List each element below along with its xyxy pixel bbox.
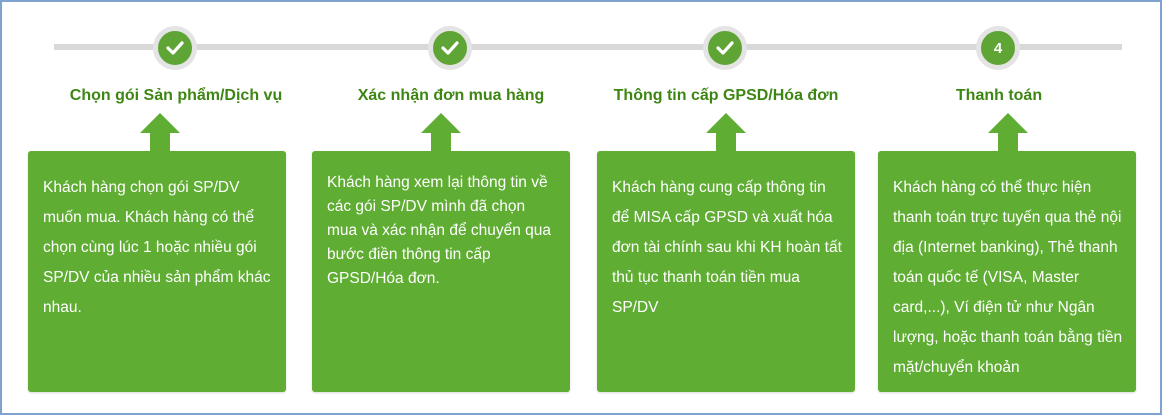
arrow-up-icon: [706, 113, 746, 153]
step-4-description: Khách hàng có thể thực hiện thanh toán t…: [893, 179, 1123, 376]
step-3-card: Khách hàng cung cấp thông tin để MISA cấ…: [597, 151, 855, 392]
step-2-card: Khách hàng xem lại thông tin về các gói …: [312, 151, 570, 392]
arrow-up-icon: [988, 113, 1028, 153]
step-2-description: Khách hàng xem lại thông tin về các gói …: [327, 174, 552, 287]
step-1-title: Chọn gói Sản phẩm/Dịch vụ: [69, 87, 283, 104]
step-3-check-icon: [703, 26, 747, 70]
step-2-title: Xác nhận đơn mua hàng: [357, 87, 545, 104]
step-1-card: Khách hàng chọn gói SP/DV muốn mua. Khác…: [28, 151, 286, 392]
step-4-card: Khách hàng có thể thực hiện thanh toán t…: [878, 151, 1136, 392]
step-number: 4: [993, 39, 1003, 57]
check-icon: [166, 41, 184, 55]
step-3-title: Thông tin cấp GPSD/Hóa đơn: [613, 87, 839, 104]
step-2-check-icon: [428, 26, 472, 70]
step-1-description: Khách hàng chọn gói SP/DV muốn mua. Khác…: [43, 179, 271, 316]
check-icon: [716, 41, 734, 55]
step-1-check-icon: [153, 26, 197, 70]
arrow-up-icon: [140, 113, 180, 153]
step-4-number: 4: [976, 26, 1020, 70]
arrow-up-icon: [421, 113, 461, 153]
step-4-title: Thanh toán: [955, 87, 1043, 104]
step-3-description: Khách hàng cung cấp thông tin để MISA cấ…: [612, 179, 842, 316]
progress-track: [54, 44, 1122, 50]
check-icon: [441, 41, 459, 55]
